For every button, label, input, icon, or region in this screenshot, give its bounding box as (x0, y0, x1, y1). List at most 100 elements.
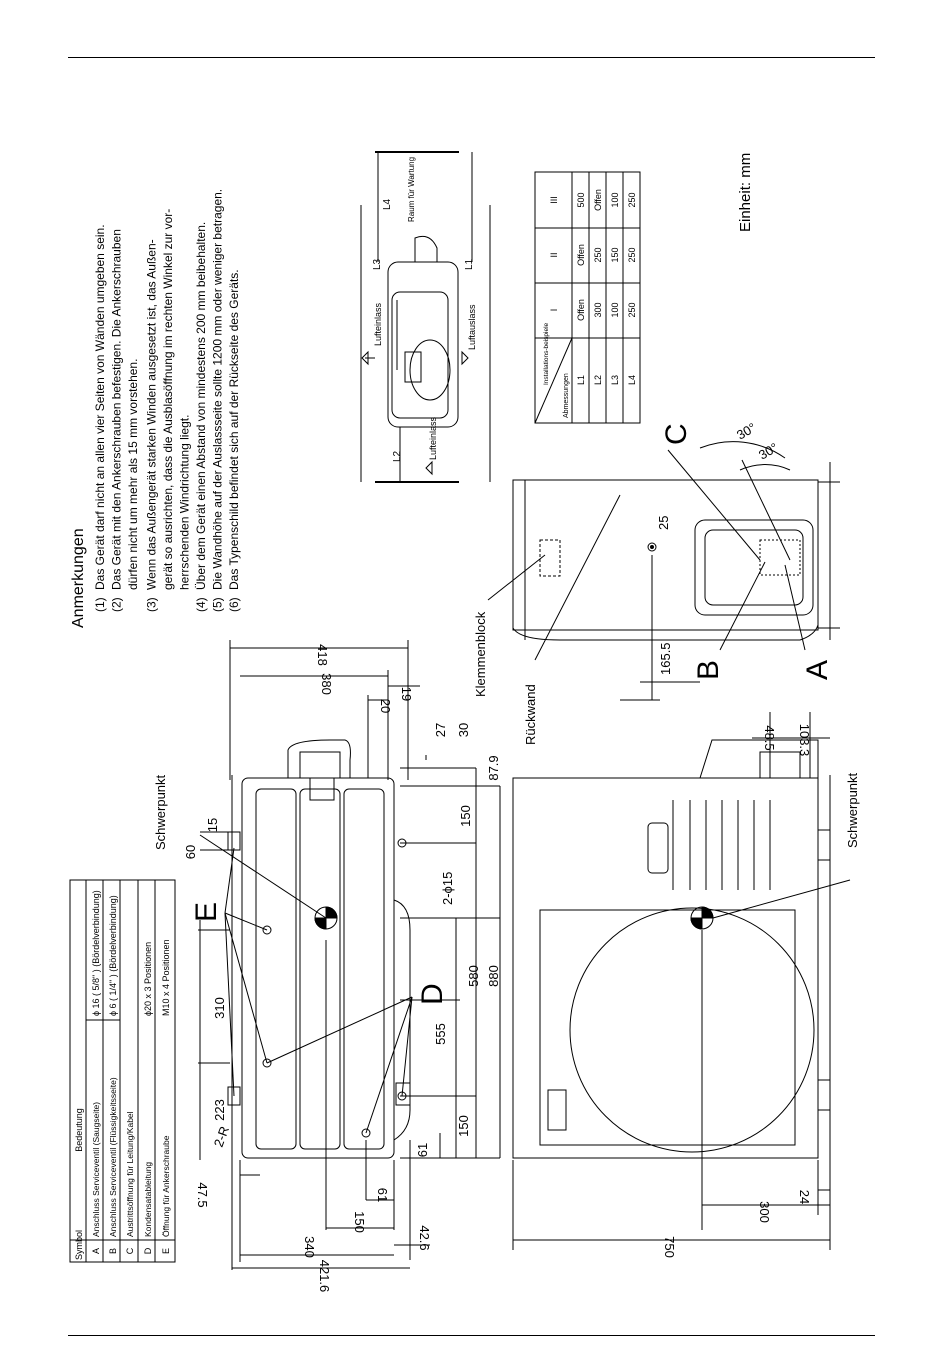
meaning-cell: Kondensatableitung (143, 1162, 153, 1237)
dim-front-view: 300 (757, 1201, 772, 1223)
symbol-cell: A (91, 1248, 101, 1254)
dim-top-view: 47.5 (195, 1182, 210, 1207)
meaning-cell: Anschluss Serviceventil (Saugseite) (91, 1102, 101, 1237)
air-inlet-label: Lufteinlass (373, 302, 383, 346)
symbol-cell: C (125, 1247, 135, 1254)
install-corner-bottom: Abmessungen (563, 373, 570, 418)
dim-L4: L4 (382, 198, 393, 210)
dim-top-view: 30 (456, 723, 471, 737)
install-cell: Offen (576, 244, 586, 266)
label-B: B (692, 660, 725, 680)
dim-front-view: 750 (662, 1236, 677, 1258)
dim-side-view: 165.5 (658, 642, 673, 675)
dim-top-view: 418 (315, 644, 330, 666)
dim-top-view: 61 (375, 1188, 390, 1202)
spec-cell: M10 x 4 Positionen (161, 939, 171, 1016)
install-cell: Offen (593, 189, 603, 211)
dim-L2: L2 (392, 450, 403, 462)
radius-label: 2-R (211, 1124, 232, 1149)
install-cell: 300 (593, 302, 603, 317)
dim-top-view: 27 (433, 723, 448, 737)
dim-top-view: 555 (433, 1023, 448, 1045)
dim-front-view: 24 (797, 1190, 812, 1204)
dim-top-view: 20 (378, 699, 393, 713)
dim-L1: L1 (464, 258, 475, 270)
symbol-cell: D (143, 1247, 153, 1254)
install-table (534, 171, 641, 424)
install-row-label: L2 (593, 375, 603, 385)
schwerpunkt-label: Schwerpunkt (153, 774, 168, 850)
install-cell: 100 (610, 192, 620, 207)
spec-cell: ϕ 16 ( 5/8" ) (Bördelverbindung) (91, 890, 101, 1016)
install-row-label: L1 (576, 375, 586, 385)
label-E: E (190, 902, 223, 922)
dim-top-view: 421.6 (317, 1260, 332, 1293)
dim-top-view: 580 (466, 965, 481, 987)
install-col-header: I (549, 309, 559, 312)
install-cell: 250 (627, 247, 637, 262)
air-outlet-label: Luftauslass (467, 304, 477, 350)
dim-top-view: 150 (458, 805, 473, 827)
install-col-header: II (549, 252, 559, 257)
label-A: A (801, 660, 834, 680)
bottom-rule (68, 1335, 875, 1336)
symbol-cell: E (161, 1248, 171, 1254)
klemmenblock-label: Klemmenblock (473, 611, 488, 697)
install-table-text: Installations-beispieleAbmessungenIIIIII… (543, 189, 637, 418)
install-cell: 250 (627, 302, 637, 317)
install-cell: 250 (627, 192, 637, 207)
top-view (199, 739, 413, 1160)
angle-label-2: 30° (756, 440, 781, 463)
install-cell: Offen (576, 299, 586, 321)
dim-top-view: 340 (302, 1236, 317, 1258)
dim-top-view: 15 (205, 818, 220, 832)
dim-top-view: 19 (399, 687, 414, 701)
dim-top-view: 150 (456, 1115, 471, 1137)
symbol-header: Symbol (74, 1230, 84, 1260)
angle-label: 30° (734, 420, 759, 443)
dim-top-view: 61 (415, 1143, 430, 1157)
dim-top-view: 150 (352, 1211, 367, 1233)
rueckwand-label: Rückwand (523, 684, 538, 745)
dim-top-view: 42.6 (417, 1225, 432, 1250)
side-view (487, 441, 840, 701)
label-D: D (416, 983, 449, 1005)
clearance-diagram (360, 151, 491, 483)
dim-side-view: 25 (656, 516, 671, 530)
dim-top-view: 380 (319, 673, 334, 695)
schwerpunkt-label-2: Schwerpunkt (845, 772, 860, 848)
dim-L3: L3 (372, 258, 383, 270)
install-cell: 100 (610, 302, 620, 317)
dim-front-view: 103.3 (797, 724, 812, 757)
dim-top-view: 87.9 (486, 755, 501, 780)
install-cell: 250 (593, 247, 603, 262)
install-row-label: L4 (627, 375, 637, 385)
top-view-dimensions (198, 640, 501, 1270)
install-corner-top: Installations-beispiele (543, 322, 550, 385)
top-rule (68, 57, 875, 58)
symbol-cell: B (108, 1248, 118, 1254)
holes-label: 2-ϕ15 (440, 872, 455, 905)
label-C: C (660, 423, 693, 445)
dim-top-view: 60 (183, 845, 198, 859)
spec-cell: ϕ 6 ( 1/4" ) (Bördelverbindung) (108, 895, 118, 1016)
meaning-header: Bedeutung (74, 1108, 84, 1152)
symbol-table (69, 879, 176, 1263)
install-row-label: L3 (610, 375, 620, 385)
install-cell: 150 (610, 247, 620, 262)
install-col-header: III (549, 196, 559, 204)
service-space-label: Raum für Wartung (407, 157, 416, 222)
dim-top-view: 223 (212, 1099, 227, 1121)
dim-top-view: 310 (212, 997, 227, 1019)
dim-top-view: 880 (486, 965, 501, 987)
spec-cell: ϕ20 x 3 Positionen (143, 942, 153, 1016)
install-cell: 500 (576, 192, 586, 207)
meaning-cell: Öffnung für Ankerschraube (161, 1135, 171, 1237)
meaning-cell: Anschluss Serviceventil (Flüssigkeitssei… (108, 1077, 118, 1237)
meaning-cell: Austrittsöffnung für Leitung/Kabel (125, 1111, 135, 1237)
dim-front-view: 48.5 (762, 725, 777, 750)
